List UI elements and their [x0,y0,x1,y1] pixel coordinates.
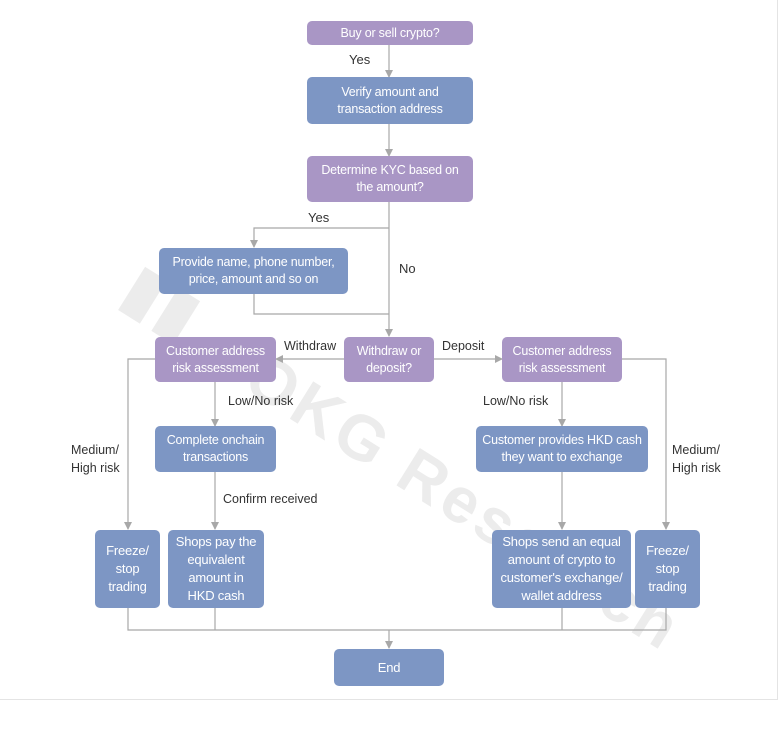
withdraw-deposit-node: Withdraw or deposit? [344,337,434,382]
low-risk-label-right: Low/No risk [483,394,549,408]
shops-pay-node: Shops pay the equivalent amount in HKD c… [168,530,264,608]
low-risk-label-left: Low/No risk [228,394,294,408]
medium-risk-label-right: Medium/ High risk [672,443,721,475]
freeze-left-node: Freeze/ stop trading [95,530,160,608]
confirm-received-label: Confirm received [223,492,318,506]
hkd-cash-node: Customer provides HKD cash they want to … [476,426,648,472]
withdraw-label: Withdraw [284,339,337,353]
onchain-node: Complete onchain transactions [155,426,276,472]
shops-send-node: Shops send an equal amount of crypto to … [492,530,631,608]
provide-info-node: Provide name, phone number, price, amoun… [159,248,348,294]
risk-assessment-left-node: Customer address risk assessment [155,337,276,382]
verify-node: Verify amount and transaction address [307,77,473,124]
start-node: Buy or sell crypto? [307,21,473,45]
deposit-label: Deposit [442,339,485,353]
kyc-node: Determine KYC based on the amount? [307,156,473,202]
diagram-frame [0,0,778,700]
no-label-kyc: No [399,261,416,276]
freeze-right-node: Freeze/ stop trading [635,530,700,608]
medium-risk-label-left: Medium/ High risk [71,443,120,475]
connector-lines [124,45,670,649]
yes-label-kyc: Yes [308,210,330,225]
yes-label-start: Yes [349,52,371,67]
end-node: End [334,649,444,686]
risk-assessment-right-node: Customer address risk assessment [502,337,622,382]
